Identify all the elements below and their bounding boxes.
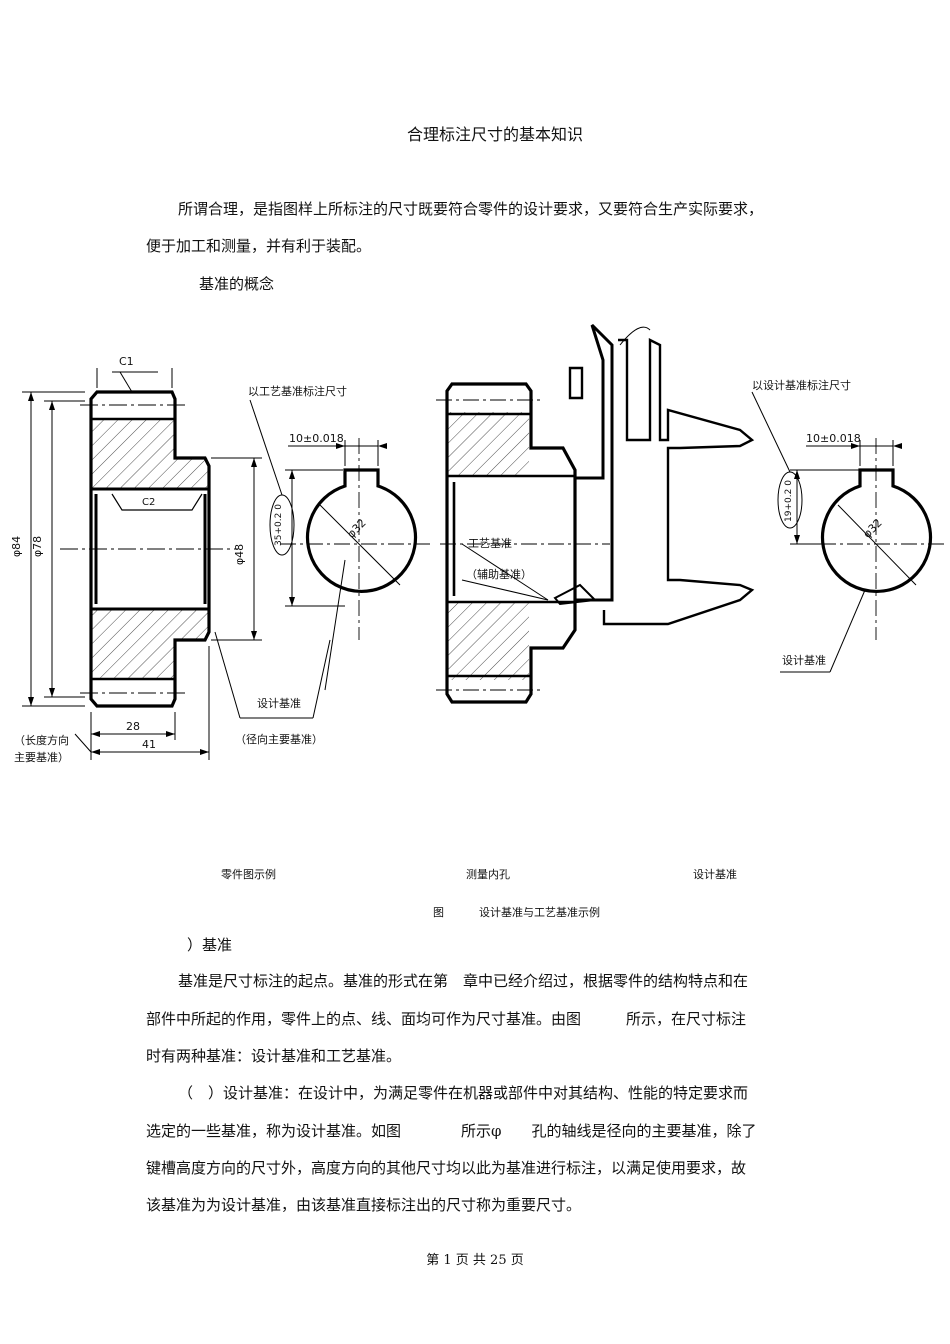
caption-part-example: 零件图示例 — [221, 868, 276, 881]
figure-caption-text: 设计基准与工艺基准示例 — [479, 906, 600, 919]
dim-28: 28 — [126, 720, 140, 733]
para1-line1: 基准是尺寸标注的起点。基准的形式在第 章中已经介绍过，根据零件的结构特点和在 — [178, 972, 749, 990]
hub-section-bottom — [175, 609, 209, 640]
keyway-circle-2 — [820, 468, 933, 594]
dim-phi48: φ48 — [233, 543, 247, 566]
label-design-datum-left: 设计基准 — [257, 697, 301, 710]
dim-keyway-height-1: 35+0.2 0 — [273, 504, 284, 546]
gear-section-top — [91, 419, 175, 489]
keyway-section-1 — [249, 399, 430, 691]
caliper-body — [575, 323, 614, 602]
label-process-dim: 以工艺基准标注尺寸 — [248, 385, 347, 398]
section-heading: 基准的概念 — [199, 275, 275, 293]
label-length-main-2: 主要基准） — [14, 751, 69, 764]
para2-line3: 键槽高度方向的尺寸外，高度方向的其他尺寸均以此为基准进行标注，以满足使用要求，故 — [146, 1159, 747, 1177]
dim-c2: C2 — [142, 497, 156, 508]
label-design-dim: 以设计基准标注尺寸 — [752, 379, 851, 392]
para1-line2: 部件中所起的作用，零件上的点、线、面均可作为尺寸基准。由图 所示，在尺寸标注 — [146, 1010, 747, 1028]
dim-phi84: φ84 — [10, 535, 24, 558]
dim-keyway-width-1: 10±0.018 — [289, 432, 344, 445]
para2-line1: （ ）设计基准：在设计中，为满足零件在机器或部件中对其结构、性能的特定要求而 — [178, 1084, 749, 1102]
para2-line4: 该基准为为设计基准，由该基准直接标注出的尺寸称为重要尺寸。 — [146, 1196, 582, 1214]
label-process-datum: 工艺基准 — [468, 537, 512, 550]
chamfer-c2 — [111, 493, 203, 511]
figure-caption-label: 图 — [433, 906, 444, 919]
intro-line-1: 所谓合理，是指图样上所标注的尺寸既要符合零件的设计要求，又要符合生产实际要求， — [178, 200, 764, 218]
dim-phi78: φ78 — [31, 535, 45, 558]
intro-line-2: 便于加工和测量，并有利于装配。 — [146, 237, 372, 255]
gear-section-bottom — [91, 609, 175, 679]
keyway-circle-1 — [305, 468, 418, 594]
label-length-main-1: （长度方向 — [14, 734, 69, 747]
page-footer: 第 1 页 共 25 页 — [426, 1253, 524, 1268]
caption-measure-hole: 测量内孔 — [466, 868, 510, 881]
gear-2-outline — [445, 382, 577, 704]
label-aux-datum: （辅助基准） — [466, 568, 532, 581]
caption-design-datum: 设计基准 — [693, 868, 737, 881]
section-subheading: ）基准 — [187, 936, 233, 954]
dim-keyway-height-2: 19+0.2 0 — [783, 480, 794, 522]
keyway-section-2 — [751, 391, 945, 673]
dim-keyway-width-2: 10±0.018 — [806, 432, 861, 445]
bore-outline — [91, 487, 209, 611]
hub-section-top — [175, 458, 209, 489]
label-radial-main: （径向主要基准） — [235, 733, 323, 746]
para2-line2: 选定的一些基准，称为设计基准。如图 所示φ 孔的轴线是径向的主要基准，除了 — [146, 1122, 757, 1140]
dim-c1: C1 — [119, 355, 134, 368]
label-design-datum-right: 设计基准 — [782, 654, 826, 667]
para1-line3: 时有两种基准：设计基准和工艺基准。 — [146, 1047, 402, 1065]
gear-part-drawing — [22, 368, 331, 760]
measure-drawing — [436, 323, 755, 704]
page-title: 合理标注尺寸的基本知识 — [406, 125, 583, 144]
dim-41: 41 — [142, 738, 156, 751]
